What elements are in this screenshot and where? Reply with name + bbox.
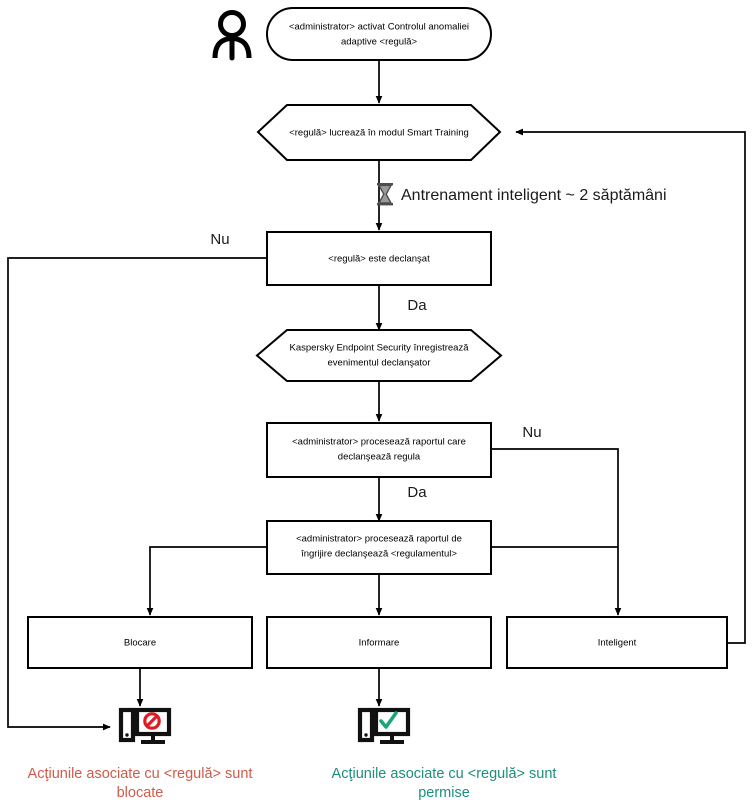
caption-allowed-line-1: Acţiunile asociate cu <regulă> sunt bbox=[332, 766, 557, 782]
edge-label-triggered-no: Nu bbox=[210, 231, 229, 248]
caption-allowed-line-2: permise bbox=[418, 785, 470, 801]
edge-label-report-yes: Da bbox=[407, 484, 427, 501]
timer-label: Antrenament inteligent ~ 2 săptămâni bbox=[401, 187, 667, 204]
node-smart-training: <regulă> lucrează în modul Smart Trainin… bbox=[256, 104, 502, 161]
node-kes-registers-line-1: Kaspersky Endpoint Security înregistreaz… bbox=[289, 343, 469, 354]
node-care-report-line-2: îngrijire declanşează <regulamentul> bbox=[300, 549, 457, 560]
caption-allowed: Acţiunile asociate cu <regulă> sunt perm… bbox=[332, 766, 557, 801]
node-smart-training-line-1: <regulă> lucrează în modul Smart Trainin… bbox=[289, 128, 469, 139]
node-admin-processes-care-report: <administrator> procesează raportul de î… bbox=[266, 520, 492, 575]
node-care-report-line-1: <administrator> procesează raportul de bbox=[296, 534, 462, 545]
caption-blocked-line-2: blocate bbox=[117, 785, 164, 801]
node-admin-report-line-2: declanşează regula bbox=[338, 452, 421, 463]
node-rule-triggered-line-1: <regulă> este declanşat bbox=[328, 254, 430, 265]
node-admin-processes-report: <administrator> procesează raportul care… bbox=[266, 422, 492, 478]
node-action-inform: Informare bbox=[266, 616, 492, 669]
person-icon bbox=[212, 10, 252, 61]
node-start: <administrator> activat Controlul anomal… bbox=[266, 7, 492, 61]
node-action-block-label: Blocare bbox=[124, 638, 156, 649]
node-kes-registers-line-2: evenimentul declanşator bbox=[328, 358, 431, 369]
node-action-smart-label: Inteligent bbox=[598, 638, 637, 649]
timer-annotation: Antrenament inteligent ~ 2 săptămâni bbox=[377, 183, 667, 206]
node-start-line-1: <administrator> activat Controlul anomal… bbox=[289, 22, 469, 33]
node-admin-report-line-1: <administrator> procesează raportul care bbox=[292, 437, 466, 448]
node-action-inform-label: Informare bbox=[359, 638, 400, 649]
edge-label-triggered-yes: Da bbox=[407, 297, 427, 314]
caption-blocked: Acţiunile asociate cu <regulă> sunt bloc… bbox=[28, 766, 253, 801]
edge-label-report-no: Nu bbox=[522, 424, 541, 441]
connectors bbox=[7, 60, 746, 731]
monitor-denied-icon bbox=[118, 707, 172, 744]
node-rule-triggered: <regulă> este declanşat bbox=[266, 231, 492, 286]
caption-blocked-line-1: Acţiunile asociate cu <regulă> sunt bbox=[28, 766, 253, 782]
edge-care-report-to-block bbox=[146, 546, 267, 616]
edge-admin-report-no bbox=[491, 448, 622, 616]
node-action-block: Blocare bbox=[27, 616, 253, 669]
node-start-line-2: adaptive <regulă> bbox=[341, 37, 418, 48]
edge-rule-triggered-no bbox=[7, 257, 267, 731]
node-action-smart: Inteligent bbox=[506, 616, 728, 669]
edge-smart-loop-back bbox=[515, 128, 746, 644]
hourglass-icon bbox=[377, 183, 393, 206]
monitor-allowed-icon bbox=[357, 707, 411, 744]
node-kes-registers: Kaspersky Endpoint Security înregistreaz… bbox=[255, 329, 503, 382]
